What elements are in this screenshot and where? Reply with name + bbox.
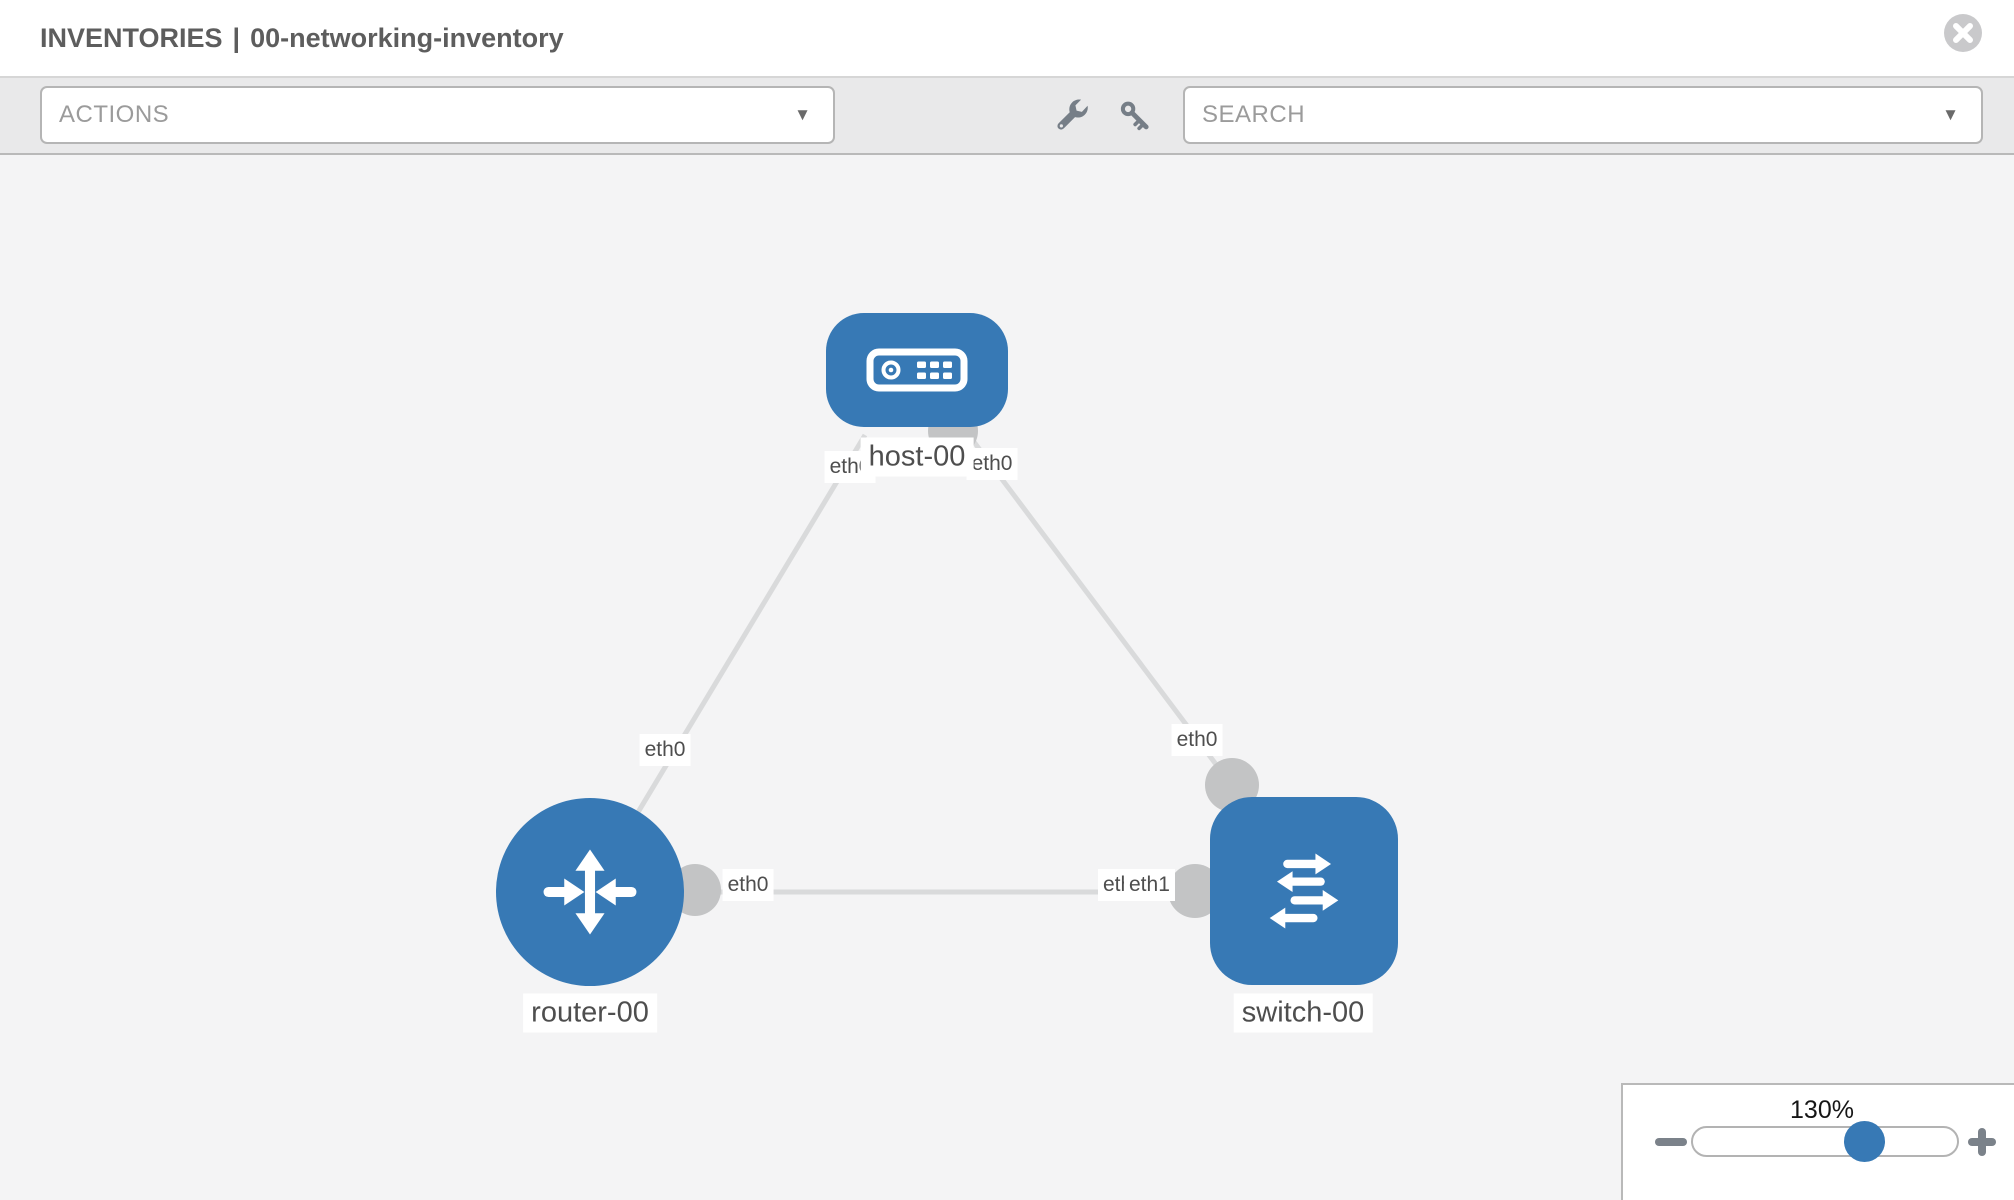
chevron-down-icon: ▼ [1942,105,1959,124]
interface-label-switch-eth0-top: eth0 [1171,724,1223,756]
zoom-control-panel: 130% [1621,1083,2014,1200]
credentials-button[interactable] [1112,92,1160,140]
wrench-icon [1057,99,1088,130]
panel-header: INVENTORIES | 00-networking-inventory [0,0,2014,78]
interface-label-host-eth0-right: eth0 [966,448,1018,480]
node-switch-00[interactable] [1210,797,1398,985]
zoom-slider-handle[interactable] [1844,1121,1885,1162]
inventory-name: 00-networking-inventory [250,23,564,53]
chevron-down-icon: ▼ [794,105,811,124]
node-router-00[interactable] [496,798,684,986]
actions-dropdown-label: ACTIONS [59,101,170,128]
close-button[interactable] [1943,13,1983,53]
breadcrumb-section: INVENTORIES [40,23,223,53]
node-label-host: host-00 [860,437,974,477]
interface-label-router-eth0-uplink: eth0 [639,734,691,766]
interface-label-switch-eth1: eth1 [1124,869,1175,901]
node-label-switch: switch-00 [1233,993,1373,1033]
key-icon [1120,101,1149,131]
search-dropdown[interactable]: SEARCH ▼ [1183,86,1983,144]
node-label-router: router-00 [523,993,657,1033]
page-title: INVENTORIES | 00-networking-inventory [40,0,564,76]
topology-links-layer [587,406,1260,918]
router-arrows-icon [543,849,637,935]
zoom-out-minus-icon[interactable] [1655,1138,1687,1146]
actions-dropdown[interactable]: ACTIONS ▼ [40,86,835,144]
topology-canvas[interactable]: host-00 router-00 switch-00 eth0 eth0 et… [0,155,2014,1200]
search-dropdown-label: SEARCH [1202,101,1306,128]
server-icon [866,348,968,392]
node-host-00[interactable] [826,313,1008,427]
zoom-level-label: 130% [1790,1096,1854,1124]
zoom-slider-track[interactable] [1691,1126,1959,1157]
switch-arrows-icon [1269,853,1339,929]
zoom-in-plus-icon[interactable] [1968,1128,1996,1156]
connector-switch-left [1168,864,1222,918]
close-icon [1944,14,1982,52]
configure-button[interactable] [1048,92,1096,140]
breadcrumb-separator: | [232,23,241,53]
toolbar: ACTIONS ▼ SEARCH ▼ [0,78,2014,155]
interface-label-router-eth0-lan: eth0 [722,869,774,901]
